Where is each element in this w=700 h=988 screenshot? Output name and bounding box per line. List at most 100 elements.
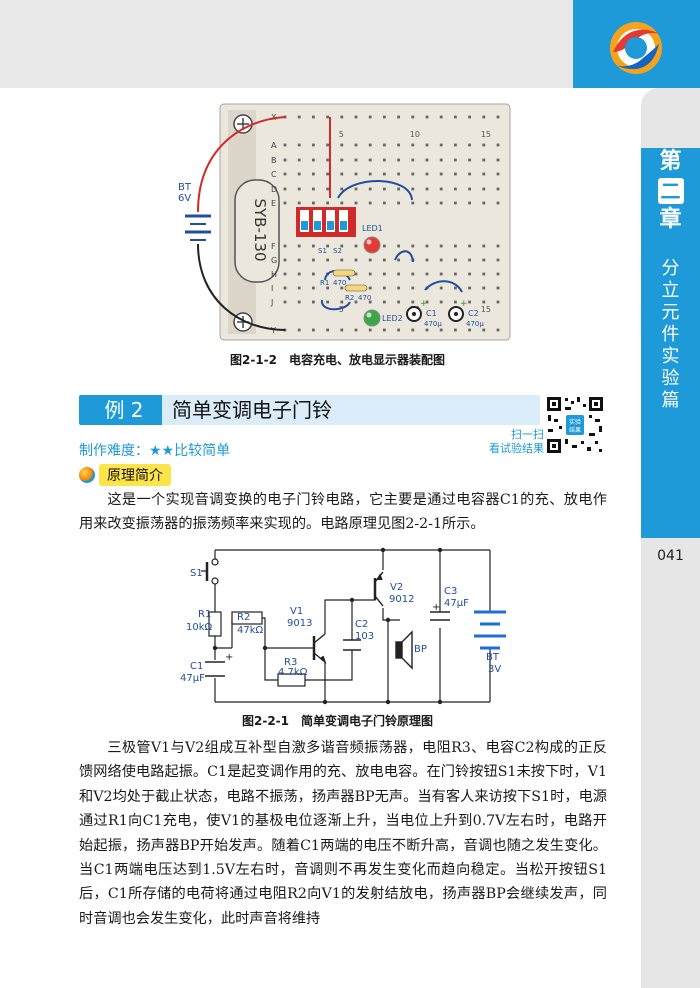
row-label: I (271, 284, 273, 293)
bt-value: 3V (488, 664, 501, 675)
r1-value: 470 (333, 279, 346, 287)
s1-label: S1 (190, 568, 203, 579)
schematic-figure: + + (180, 547, 506, 705)
chapter-title-char: 篇 (661, 390, 680, 411)
scan-hint-line: 扫一扫 (511, 428, 544, 441)
capacitor-c1-icon: + (406, 299, 428, 322)
column-number: 15 (481, 130, 491, 139)
resistor-r3-icon (277, 673, 306, 687)
row-label: B (271, 156, 277, 165)
column-number: 5 (339, 130, 344, 139)
v2-label: V2 (390, 582, 403, 593)
r2-value: 470 (358, 294, 371, 302)
capacitor-c1-icon (205, 661, 225, 677)
breadboard-holes (283, 115, 500, 332)
chapter-number: 第 二 章 (641, 148, 700, 234)
publisher-logo-panel (573, 0, 700, 88)
c2-label: C2 (468, 309, 479, 318)
led1-icon (363, 236, 381, 254)
row-label: Y (270, 326, 276, 335)
column-number: 5 (339, 305, 344, 314)
transistor-v1-icon (312, 633, 327, 665)
row-label: H (271, 270, 277, 279)
body-paragraph: 三极管V1与V2组成互补型自激多谐音频振荡器，电阻R3、电容C2构成的正反馈网络… (79, 740, 607, 927)
qr-code[interactable]: 实验 结果 (545, 395, 605, 455)
chapter-title: 分 立 元 件 实 验 篇 (641, 258, 700, 412)
r3-value: 4.7kΩ (278, 667, 308, 678)
example-number: 例 2 (104, 398, 144, 422)
led2-label: LED2 (382, 314, 403, 323)
jumper-wire (337, 180, 413, 201)
v1-value: 9013 (287, 618, 312, 629)
c1-label: C1 (426, 309, 437, 318)
r1-value: 10kΩ (186, 622, 213, 633)
c3-value: 47μF (444, 598, 469, 609)
qr-badge-line1: 实验 (569, 418, 581, 426)
v2-value: 9012 (389, 594, 414, 605)
screw-icon (233, 312, 253, 332)
battery-value: 6V (178, 193, 191, 204)
speaker-icon (395, 630, 413, 670)
black-wire (197, 243, 286, 331)
difficulty-label: 制作难度：★★比较简单 (79, 443, 231, 459)
svg-text:+: + (460, 299, 468, 309)
v1-label: V1 (290, 606, 303, 617)
example-title: 简单变调电子门铃 (172, 398, 332, 422)
bullet-icon (79, 467, 95, 483)
row-label: A (271, 141, 277, 150)
c1-value: 47μF (180, 673, 205, 684)
figure1-caption: 图2-1-2 电容充电、放电显示器装配图 (230, 353, 446, 367)
screw-icon (233, 114, 253, 134)
r2-label: R2 (345, 294, 354, 302)
bp-label: BP (414, 644, 427, 655)
c1-value: 470μ (424, 320, 442, 328)
r2-label: R2 (237, 612, 250, 623)
qr-badge-line2: 结果 (569, 426, 581, 434)
column-number: 15 (481, 305, 491, 314)
led1-label: LED1 (362, 224, 383, 233)
resistor-r1-icon (332, 269, 356, 277)
chapter-number-box: 二 (657, 178, 684, 204)
jumper-wire (394, 250, 414, 263)
row-label: C (271, 170, 277, 179)
svg-text:+: + (432, 602, 440, 613)
svg-text:+: + (420, 299, 428, 309)
c3-label: C3 (444, 586, 457, 597)
battery-icon (185, 214, 211, 241)
page-number: 041 (657, 548, 684, 564)
capacitor-c2-icon: + (448, 299, 468, 322)
resistor-r2-icon (344, 284, 368, 292)
r2-value: 47kΩ (237, 625, 264, 636)
chapter-title-char: 立 (661, 280, 680, 301)
jumper-wire (424, 280, 463, 293)
c1-label: C1 (190, 661, 203, 672)
section-heading: 原理简介 (79, 464, 171, 486)
figure2-caption: 图2-2-1 简单变调电子门铃原理图 (242, 714, 434, 728)
transistor-v2-icon (373, 571, 384, 607)
chapter-number-suffix: 章 (659, 207, 682, 232)
chapter-number-prefix: 第 (659, 149, 682, 174)
c2-label: C2 (355, 619, 368, 630)
c2-value: 470μ (466, 320, 484, 328)
board-label: SYB-130 (251, 198, 269, 261)
scan-hint: 扫一扫 看试验结果 (478, 428, 544, 456)
r1-label: R1 (320, 279, 329, 287)
resistor-r1-icon (208, 611, 222, 637)
svg-text:+: + (225, 652, 233, 663)
scan-hint-line: 看试验结果 (489, 442, 544, 455)
row-label: G (271, 256, 277, 265)
r3-label: R3 (284, 657, 297, 668)
chapter-title-char: 元 (661, 302, 680, 323)
pushbutton-s1-icon (201, 558, 219, 585)
publisher-logo-icon (610, 22, 662, 74)
capacitor-c3-icon (430, 611, 450, 621)
led2-icon (363, 309, 381, 327)
switch-label-s2: S2 (333, 247, 342, 255)
section-title: 原理简介 (99, 464, 171, 486)
row-label: E (271, 199, 276, 208)
battery-label: BT (178, 182, 192, 193)
row-label: J (270, 298, 273, 307)
bt-label: BT (486, 652, 500, 663)
c2-value: 103 (355, 631, 374, 642)
chapter-tab (641, 148, 700, 538)
